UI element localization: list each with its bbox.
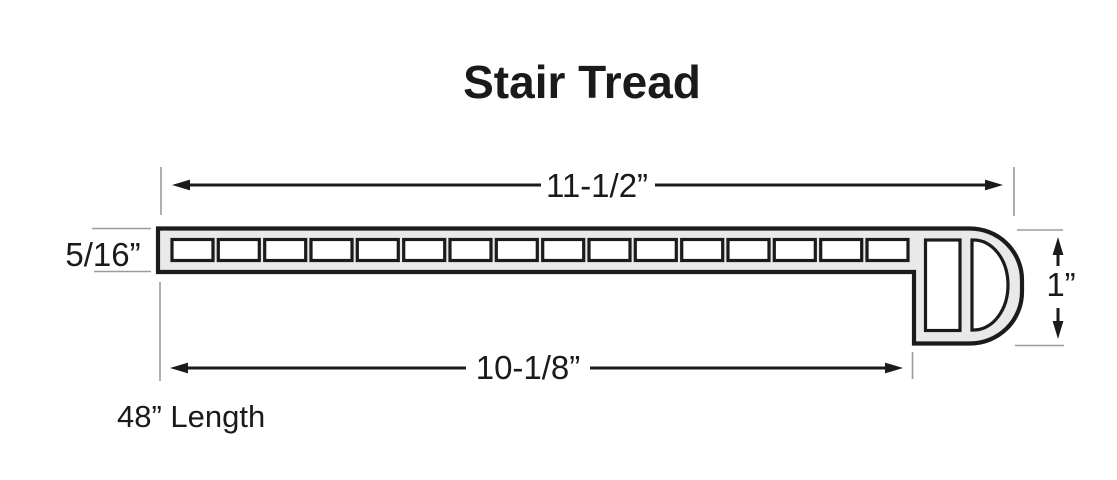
tread-profile bbox=[155, 226, 1025, 346]
arrowhead-right bbox=[985, 179, 1003, 191]
tread-slot bbox=[680, 237, 725, 263]
arrowhead-up bbox=[1052, 237, 1064, 255]
tread-slot bbox=[587, 237, 632, 263]
arrowhead-right bbox=[885, 362, 903, 374]
arrowhead-left bbox=[170, 362, 188, 374]
arrowhead-down bbox=[1052, 321, 1064, 339]
tread-slot bbox=[541, 237, 586, 263]
tread-slot bbox=[494, 237, 539, 263]
tread-slot bbox=[263, 237, 308, 263]
tread-slot bbox=[170, 237, 215, 263]
length-note: 48” Length bbox=[117, 399, 265, 434]
nose-rect-hollow bbox=[923, 238, 962, 333]
dim-bottom-width: 10-1/8” bbox=[159, 282, 914, 386]
tread-slot bbox=[355, 237, 400, 263]
diagram-title: Stair Tread bbox=[463, 56, 701, 108]
dim-label-top-width: 11-1/2” bbox=[546, 167, 648, 204]
nose-d-hollow bbox=[970, 238, 1010, 332]
tread-slot bbox=[772, 237, 817, 263]
tread-slot bbox=[819, 237, 864, 263]
tread-slot bbox=[865, 237, 910, 263]
tread-slot bbox=[726, 237, 771, 263]
tread-slot bbox=[402, 237, 447, 263]
dim-label-bottom-width: 10-1/8” bbox=[476, 349, 581, 386]
tread-slot bbox=[309, 237, 354, 263]
dim-label-thickness: 5/16” bbox=[65, 236, 140, 273]
tread-slots bbox=[170, 237, 910, 263]
dim-top-width: 11-1/2” bbox=[160, 167, 1015, 216]
tread-slot bbox=[633, 237, 678, 263]
tread-slot bbox=[448, 237, 493, 263]
arrowhead-left bbox=[172, 179, 190, 191]
dim-label-nose-height: 1” bbox=[1046, 266, 1075, 303]
dim-nose-height: 1” bbox=[1015, 229, 1076, 347]
dim-thickness: 5/16” bbox=[65, 227, 151, 273]
tread-slot bbox=[216, 237, 261, 263]
